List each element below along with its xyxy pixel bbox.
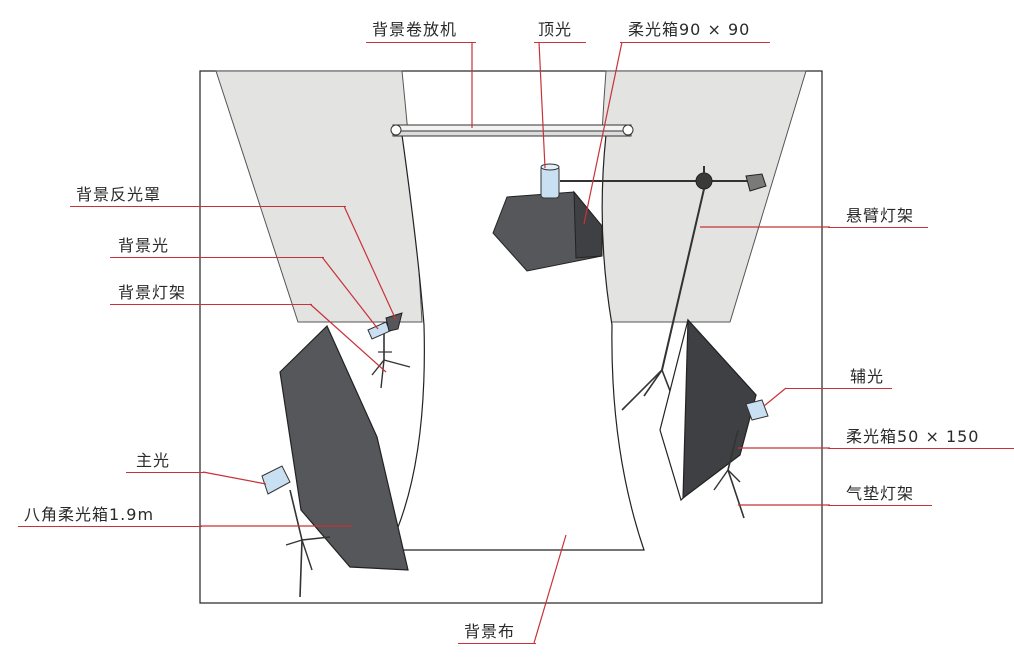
underline-bg-reflector	[70, 206, 346, 207]
label-boom-stand: 悬臂灯架	[846, 206, 915, 225]
underline-boom-stand	[828, 227, 928, 228]
underline-softbox-right	[828, 448, 1014, 449]
label-softbox-right: 柔光箱50 × 150	[846, 427, 980, 446]
background-roller	[390, 124, 634, 137]
label-key-light: 主光	[136, 451, 171, 470]
underline-octabox	[18, 526, 202, 527]
label-softbox-top: 柔光箱90 × 90	[628, 20, 751, 39]
underline-bg-light-stand	[110, 304, 312, 305]
label-octabox: 八角柔光箱1.9m	[24, 505, 155, 524]
label-bg-roller: 背景卷放机	[372, 20, 458, 39]
label-bg-reflector: 背景反光罩	[76, 185, 162, 204]
octabox-shape	[261, 324, 409, 598]
underline-key-light	[126, 472, 204, 473]
label-fill-light: 辅光	[850, 367, 885, 386]
right-softbox-shape	[659, 318, 769, 519]
label-bg-light-stand: 背景灯架	[118, 283, 187, 302]
leader-lines	[200, 41, 830, 644]
underline-backdrop	[458, 643, 536, 644]
label-bg-light: 背景光	[118, 236, 170, 255]
underline-top-light	[534, 42, 586, 43]
underline-fill-light	[786, 388, 892, 389]
label-air-stand: 气垫灯架	[846, 484, 915, 503]
boom-stand-shape	[560, 166, 767, 411]
bg-light-stand-shape	[367, 312, 411, 389]
underline-bg-roller	[366, 42, 476, 43]
label-backdrop: 背景布	[464, 622, 516, 641]
underline-air-stand	[828, 505, 932, 506]
underline-softbox-top	[620, 42, 770, 43]
top-softbox	[492, 163, 603, 272]
label-top-light: 顶光	[538, 20, 573, 39]
underline-bg-light	[110, 257, 324, 258]
